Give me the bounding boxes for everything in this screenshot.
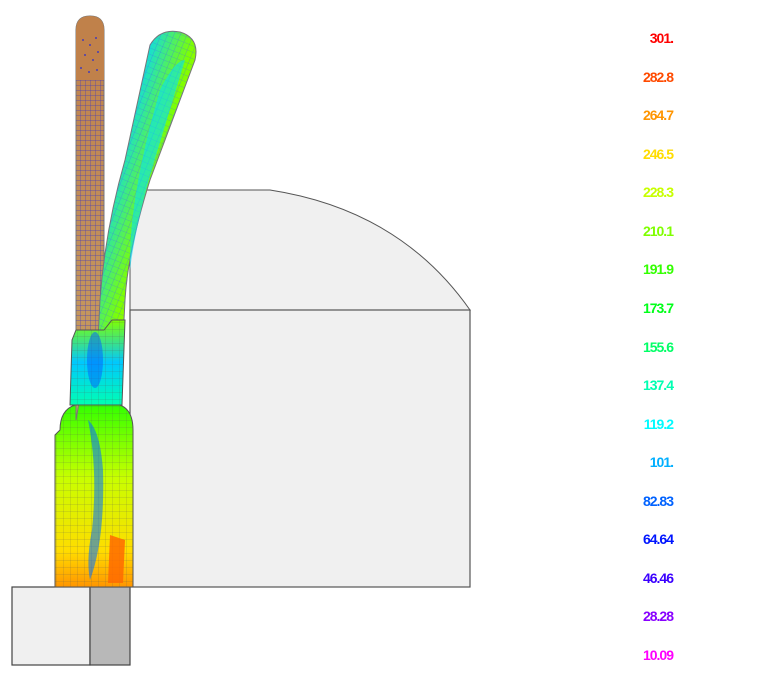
legend-label: 28.28 bbox=[642, 608, 674, 625]
legend-label: 173.7 bbox=[642, 299, 674, 316]
legend-label: 46.46 bbox=[642, 569, 674, 586]
legend-label: 282.8 bbox=[642, 68, 674, 85]
junction-region bbox=[69, 319, 126, 406]
left-stem bbox=[75, 15, 105, 421]
right-stem bbox=[94, 30, 197, 401]
mold-body bbox=[129, 189, 471, 588]
legend-label: 155.6 bbox=[642, 338, 674, 355]
lower-bulb bbox=[54, 404, 134, 588]
legend-label: 10.09 bbox=[642, 647, 674, 663]
legend-label: 301. bbox=[649, 30, 674, 46]
legend-label: 246.5 bbox=[642, 145, 674, 162]
legend-label: 191.9 bbox=[642, 261, 674, 278]
legend-label: 64.64 bbox=[642, 531, 674, 548]
legend-label: 137.4 bbox=[642, 377, 674, 394]
mold-dome bbox=[129, 189, 471, 311]
legend-label: 264.7 bbox=[642, 107, 674, 124]
legend-label: 82.83 bbox=[642, 492, 674, 509]
legend-label: 119.2 bbox=[643, 415, 674, 432]
legend-label: 101. bbox=[649, 454, 674, 471]
mold-box bbox=[129, 309, 471, 588]
legend-label: 210.1 bbox=[642, 222, 674, 239]
base-block-right bbox=[89, 586, 131, 666]
base-block-left bbox=[11, 586, 91, 666]
base-blocks bbox=[11, 586, 131, 666]
legend-label: 228.3 bbox=[642, 184, 674, 201]
